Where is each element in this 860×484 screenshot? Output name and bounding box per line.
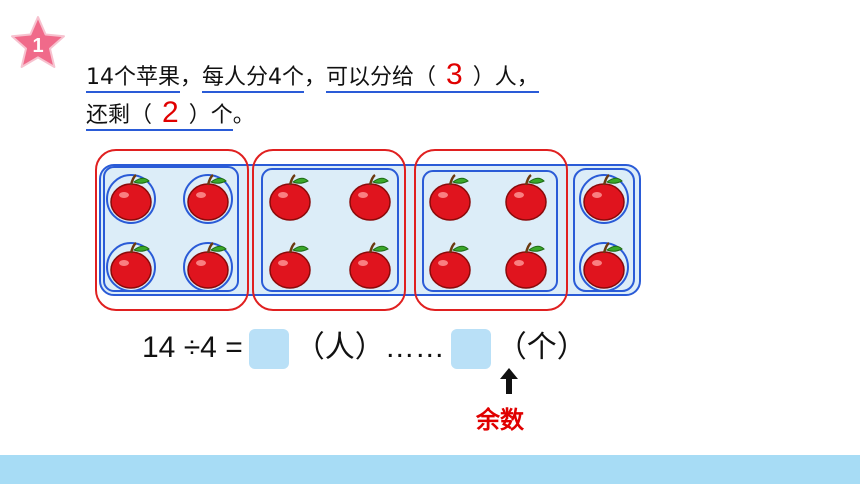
- ellipsis: ……: [384, 331, 445, 364]
- phrase-remaining: 还剩（2）个: [86, 96, 233, 131]
- comma: ，: [304, 65, 327, 90]
- problem-line-1: 14个苹果，每人分4个，可以分给（3）人，: [86, 60, 539, 93]
- phrase-people: 可以分给（3）人，: [326, 58, 539, 93]
- star-icon: 1: [11, 16, 65, 68]
- answer-people: 3: [446, 58, 463, 91]
- unit-people: （人）: [294, 331, 385, 364]
- up-arrow-icon: [498, 366, 520, 396]
- divide-operator: ÷4 =: [183, 331, 243, 364]
- group-1-inner: [103, 166, 239, 292]
- phrase-apples: 14个苹果: [86, 65, 180, 93]
- badge-number: 1: [32, 35, 43, 57]
- apple-grouping-figure: [90, 145, 650, 315]
- remainder-label: 余数: [476, 406, 524, 434]
- group-2-outline: [252, 149, 406, 311]
- phrase-each-gets: 每人分4个: [202, 65, 305, 93]
- star-badge: 1: [8, 14, 68, 74]
- remainder-blank[interactable]: [450, 329, 491, 370]
- comma: ，: [180, 65, 203, 90]
- footer-bar: [0, 455, 860, 484]
- division-equation: 14 ÷4 = （人）…… （个）: [142, 326, 587, 370]
- answer-remaining: 2: [162, 96, 179, 129]
- all-apples-outline: [99, 164, 641, 296]
- dividend: 14: [142, 331, 176, 364]
- quotient-blank[interactable]: [248, 329, 289, 370]
- group-1-outline: [95, 149, 249, 311]
- group-3-inner: [422, 170, 558, 292]
- problem-line-2: 还剩（2）个。: [86, 98, 255, 131]
- period: 。: [232, 103, 255, 128]
- unit-pieces: （个）: [496, 331, 587, 364]
- group-2-inner: [261, 168, 399, 292]
- group-3-outline: [414, 149, 568, 311]
